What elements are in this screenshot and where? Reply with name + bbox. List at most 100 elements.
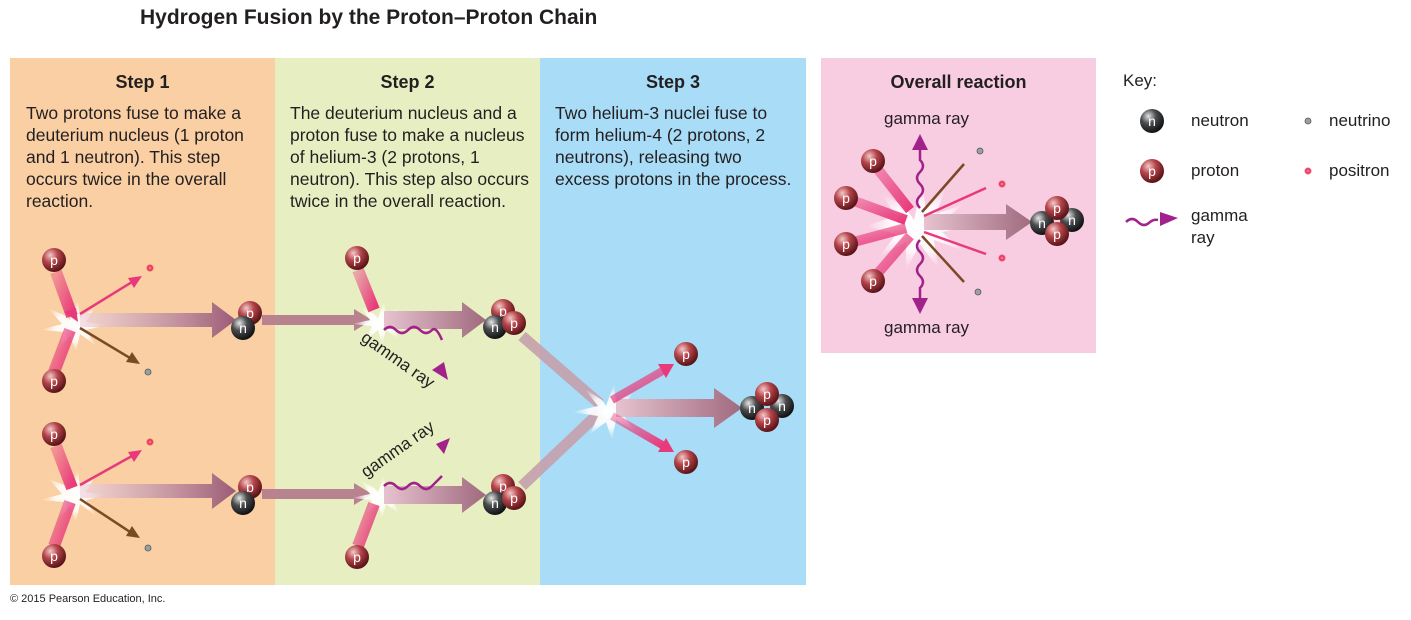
proton-letter: p [50, 548, 58, 564]
neutron-letter: n [778, 398, 786, 414]
arrowhead [126, 526, 140, 538]
key-neutron-label: neutron [1191, 111, 1249, 130]
positron [998, 180, 1006, 188]
converging-track [518, 331, 604, 409]
neutrino-arrow [921, 235, 965, 283]
overall-reaction-heading: Overall reaction [890, 72, 1027, 92]
neutron [231, 316, 255, 340]
released-proton-track [610, 366, 666, 404]
transfer-arrow [262, 309, 372, 331]
step-2-text: The deuterium nucleus and a proton fuse … [290, 103, 529, 211]
proton [834, 186, 858, 210]
neutrino [976, 147, 984, 155]
proton-letter: p [842, 236, 850, 252]
arrowhead [1160, 212, 1178, 226]
step-1-heading: Step 1 [115, 72, 170, 92]
proton-letter: p [499, 303, 507, 319]
neutrino [144, 544, 152, 552]
key-neutrino-label: neutrino [1329, 111, 1391, 130]
proton-letter: p [869, 153, 877, 169]
collision-burst [40, 470, 108, 522]
neutron [483, 491, 507, 515]
neutron [483, 315, 507, 339]
proton [42, 248, 66, 272]
proton [674, 450, 698, 474]
proton-letter: p [763, 386, 771, 402]
arrowhead [436, 438, 450, 454]
key-gamma-label-line2: ray [1191, 228, 1215, 247]
proton-letter: p [1053, 200, 1061, 216]
positron-arrow [923, 230, 987, 256]
gamma-ray-wave [383, 325, 444, 341]
proton [755, 408, 779, 432]
copyright: © 2015 Pearson Education, Inc. [10, 593, 166, 605]
arrowhead [912, 134, 928, 150]
step-2-heading: Step 2 [380, 72, 435, 92]
positron [146, 438, 154, 446]
arrowhead [658, 438, 674, 452]
step2-bottom-reaction: gamma ray p p n p [262, 417, 526, 569]
proton [42, 544, 66, 568]
incoming-proton-track [48, 499, 76, 549]
key-title: Key: [1123, 71, 1158, 90]
incoming-proton-track [352, 267, 380, 313]
neutron-letter: n [1068, 212, 1076, 228]
proton [1045, 196, 1069, 220]
overall-reaction-art: gamma ray gamma ray p p p p n n p p [834, 109, 1084, 337]
arrowhead [658, 364, 674, 378]
proton [345, 246, 369, 270]
neutrino [974, 288, 982, 296]
neutrino-arrow [921, 163, 965, 213]
proton [345, 545, 369, 569]
reaction-arrow [80, 302, 236, 338]
arrowhead [128, 450, 142, 462]
released-proton-track [610, 412, 666, 450]
converging-track [518, 408, 604, 490]
proton-letter: p [50, 426, 58, 442]
proton [42, 369, 66, 393]
proton [502, 486, 526, 510]
incoming-proton-track [48, 327, 76, 375]
gamma-ray-wave [915, 146, 925, 209]
neutron [231, 491, 255, 515]
proton-letter: p [510, 315, 518, 331]
proton [502, 311, 526, 335]
collision-burst [866, 184, 972, 270]
neutrino [144, 368, 152, 376]
proton-letter: p [682, 346, 690, 362]
step1-top-reaction: p p p n [40, 248, 262, 393]
step3-reaction: p p n n p p [518, 331, 794, 490]
positron [998, 254, 1006, 262]
proton [834, 232, 858, 256]
neutron-letter: n [748, 400, 756, 416]
proton [42, 422, 66, 446]
gamma-ray-icon [1125, 217, 1159, 227]
key-positron-label: positron [1329, 161, 1390, 180]
proton [755, 382, 779, 406]
proton-letter: p [869, 273, 877, 289]
proton [1045, 222, 1069, 246]
gamma-ray-wave [383, 475, 443, 491]
neutron-letter: n [491, 495, 499, 511]
positron [146, 264, 154, 272]
proton [861, 269, 885, 293]
arrowhead [64, 308, 78, 322]
reaction-arrow [80, 473, 236, 509]
step-3-heading: Step 3 [645, 72, 701, 92]
neutrino-arrow [79, 326, 131, 360]
proton-letter: p [682, 454, 690, 470]
proton-letter: p [842, 190, 850, 206]
positron-icon [1304, 167, 1312, 175]
reaction-arrow [924, 204, 1032, 240]
arrowhead [126, 352, 140, 364]
arrowhead [912, 298, 928, 314]
incoming-proton-track [352, 501, 380, 549]
proton-icon [1140, 159, 1164, 183]
neutron-letter: n [239, 320, 247, 336]
key-gamma-label-line1: gamma [1191, 206, 1248, 225]
positron-arrow [79, 454, 133, 487]
overall-gamma-label-top: gamma ray [884, 109, 970, 128]
proton [674, 342, 698, 366]
proton-letter: p [353, 549, 361, 565]
proton-letter: p [246, 479, 254, 495]
